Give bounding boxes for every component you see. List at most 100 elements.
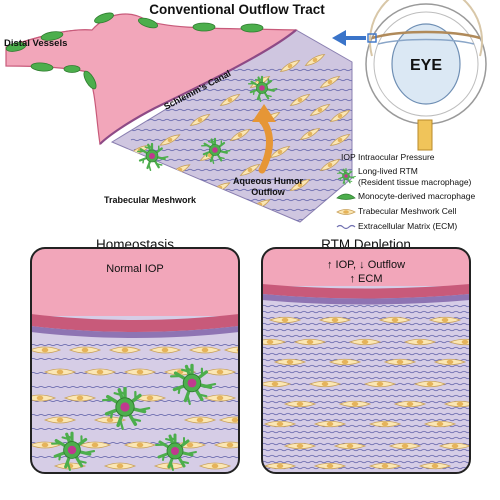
aqueous-label-line1: Aqueous Humor [233,176,303,186]
distal-vessels-label: Distal Vessels [4,38,67,49]
legend-ecm-icon [336,224,356,230]
tm-cell [313,462,347,470]
tm-cell [103,462,137,470]
tm-cell [203,368,237,376]
ecm-fiber [262,394,470,398]
ecm-fiber [127,128,352,132]
tm-cell [148,346,182,354]
ecm-fiber [262,412,470,416]
rtm-macrophage [155,433,197,471]
tm-cell [368,462,402,470]
tm-cell [433,358,467,366]
ecm-fiber [262,304,470,308]
tm-cell [93,416,127,424]
tm-cell [198,462,232,470]
tm-cell [159,134,181,146]
tm-cell [363,380,397,388]
rtm-macrophage [248,75,278,102]
tm-cell [203,394,237,402]
ecm-fiber [262,370,470,374]
ecm-fiber [262,454,470,458]
tm-cell [123,441,157,449]
tm-cell [368,420,402,428]
tm-cell [133,394,167,402]
tm-cell [413,380,447,388]
aqueous-outflow-arrow [258,116,273,174]
tm-cell [313,420,347,428]
tm-cell [448,338,470,346]
rtm-macrophage [201,137,231,164]
tm-cell [31,346,62,354]
ecm-fiber [262,322,470,326]
ecm-fiber [262,448,470,452]
aqueous-label-line2: Outflow [251,187,285,197]
tm-cell [219,94,241,106]
legend-rtm-line1: Long-lived RTM [358,166,418,176]
tm-cell [239,164,261,176]
ecm-fiber [262,328,470,332]
tm-cell [83,368,117,376]
rtm-macrophage [51,431,96,471]
tm-cell [299,128,321,140]
rtm-macrophage [102,386,151,430]
tm-cell [289,179,311,191]
tm-cell [393,400,427,408]
legend-ecm: Extracellular Matrix (ECM) [358,221,457,231]
tm-cell [273,358,307,366]
legend-iop-abbr: IOP [341,152,356,162]
right-canal-lumen [262,248,470,286]
vessel-endothelial-cells [5,12,264,90]
tm-cell [329,110,351,122]
tm-cell [263,420,297,428]
tm-cell [269,146,291,158]
ecm-fiber [31,427,239,431]
tm-cell [309,104,331,116]
ecm-fiber [262,460,470,464]
tm-cell [319,76,341,88]
tm-cell [428,316,462,324]
legend-monocyte-icon [336,193,356,200]
tm-cell [188,346,222,354]
tm-cell [31,394,57,402]
rtm-macrophage [336,168,356,186]
tm-cell [218,416,239,424]
top-macrophages [137,75,278,171]
ecm-fiber [262,406,470,410]
ecm-fiber [262,364,470,368]
tm-cell [123,368,157,376]
depletion-panel: ↑ IOP, ↓ Outflow ↑ ECM [261,247,471,474]
ecm-fiber [133,148,352,152]
tm-cell [383,358,417,366]
tm-cell [308,380,342,388]
depletion-note-line1: ↑ IOP, ↓ Outflow [327,259,405,271]
tm-cell [438,442,470,450]
tm-cell [418,462,452,470]
ecm-fiber [262,352,470,356]
tm-cell [388,442,422,450]
homeostasis-note: Normal IOP [106,263,163,275]
legend-tm-cell-icon [336,209,356,215]
tm-cell [329,134,351,146]
ecm-fiber [262,310,470,314]
ecm-fiber [262,418,470,422]
trabecular-meshwork-label: Trabecular Meshwork [104,195,197,205]
tm-cell [348,338,382,346]
tm-cell [293,338,327,346]
left-macrophages [51,363,217,471]
tm-cell [403,338,437,346]
legend: IOP Intraocular Pressure Long-lived RTM … [336,152,475,231]
tm-cell [68,346,102,354]
tm-cell [318,316,352,324]
legend-monocyte: Monocyte-derived macrophage [358,191,475,201]
ecm-fiber [262,388,470,392]
rtm-macrophage [169,363,217,406]
tm-cell [328,358,362,366]
tm-cell [43,416,77,424]
tm-cell [213,441,239,449]
ecm-fiber [262,430,470,434]
tm-cell [283,442,317,450]
ecm-fiber [31,343,239,347]
tm-cell [63,394,97,402]
ecm-fiber [31,413,239,417]
